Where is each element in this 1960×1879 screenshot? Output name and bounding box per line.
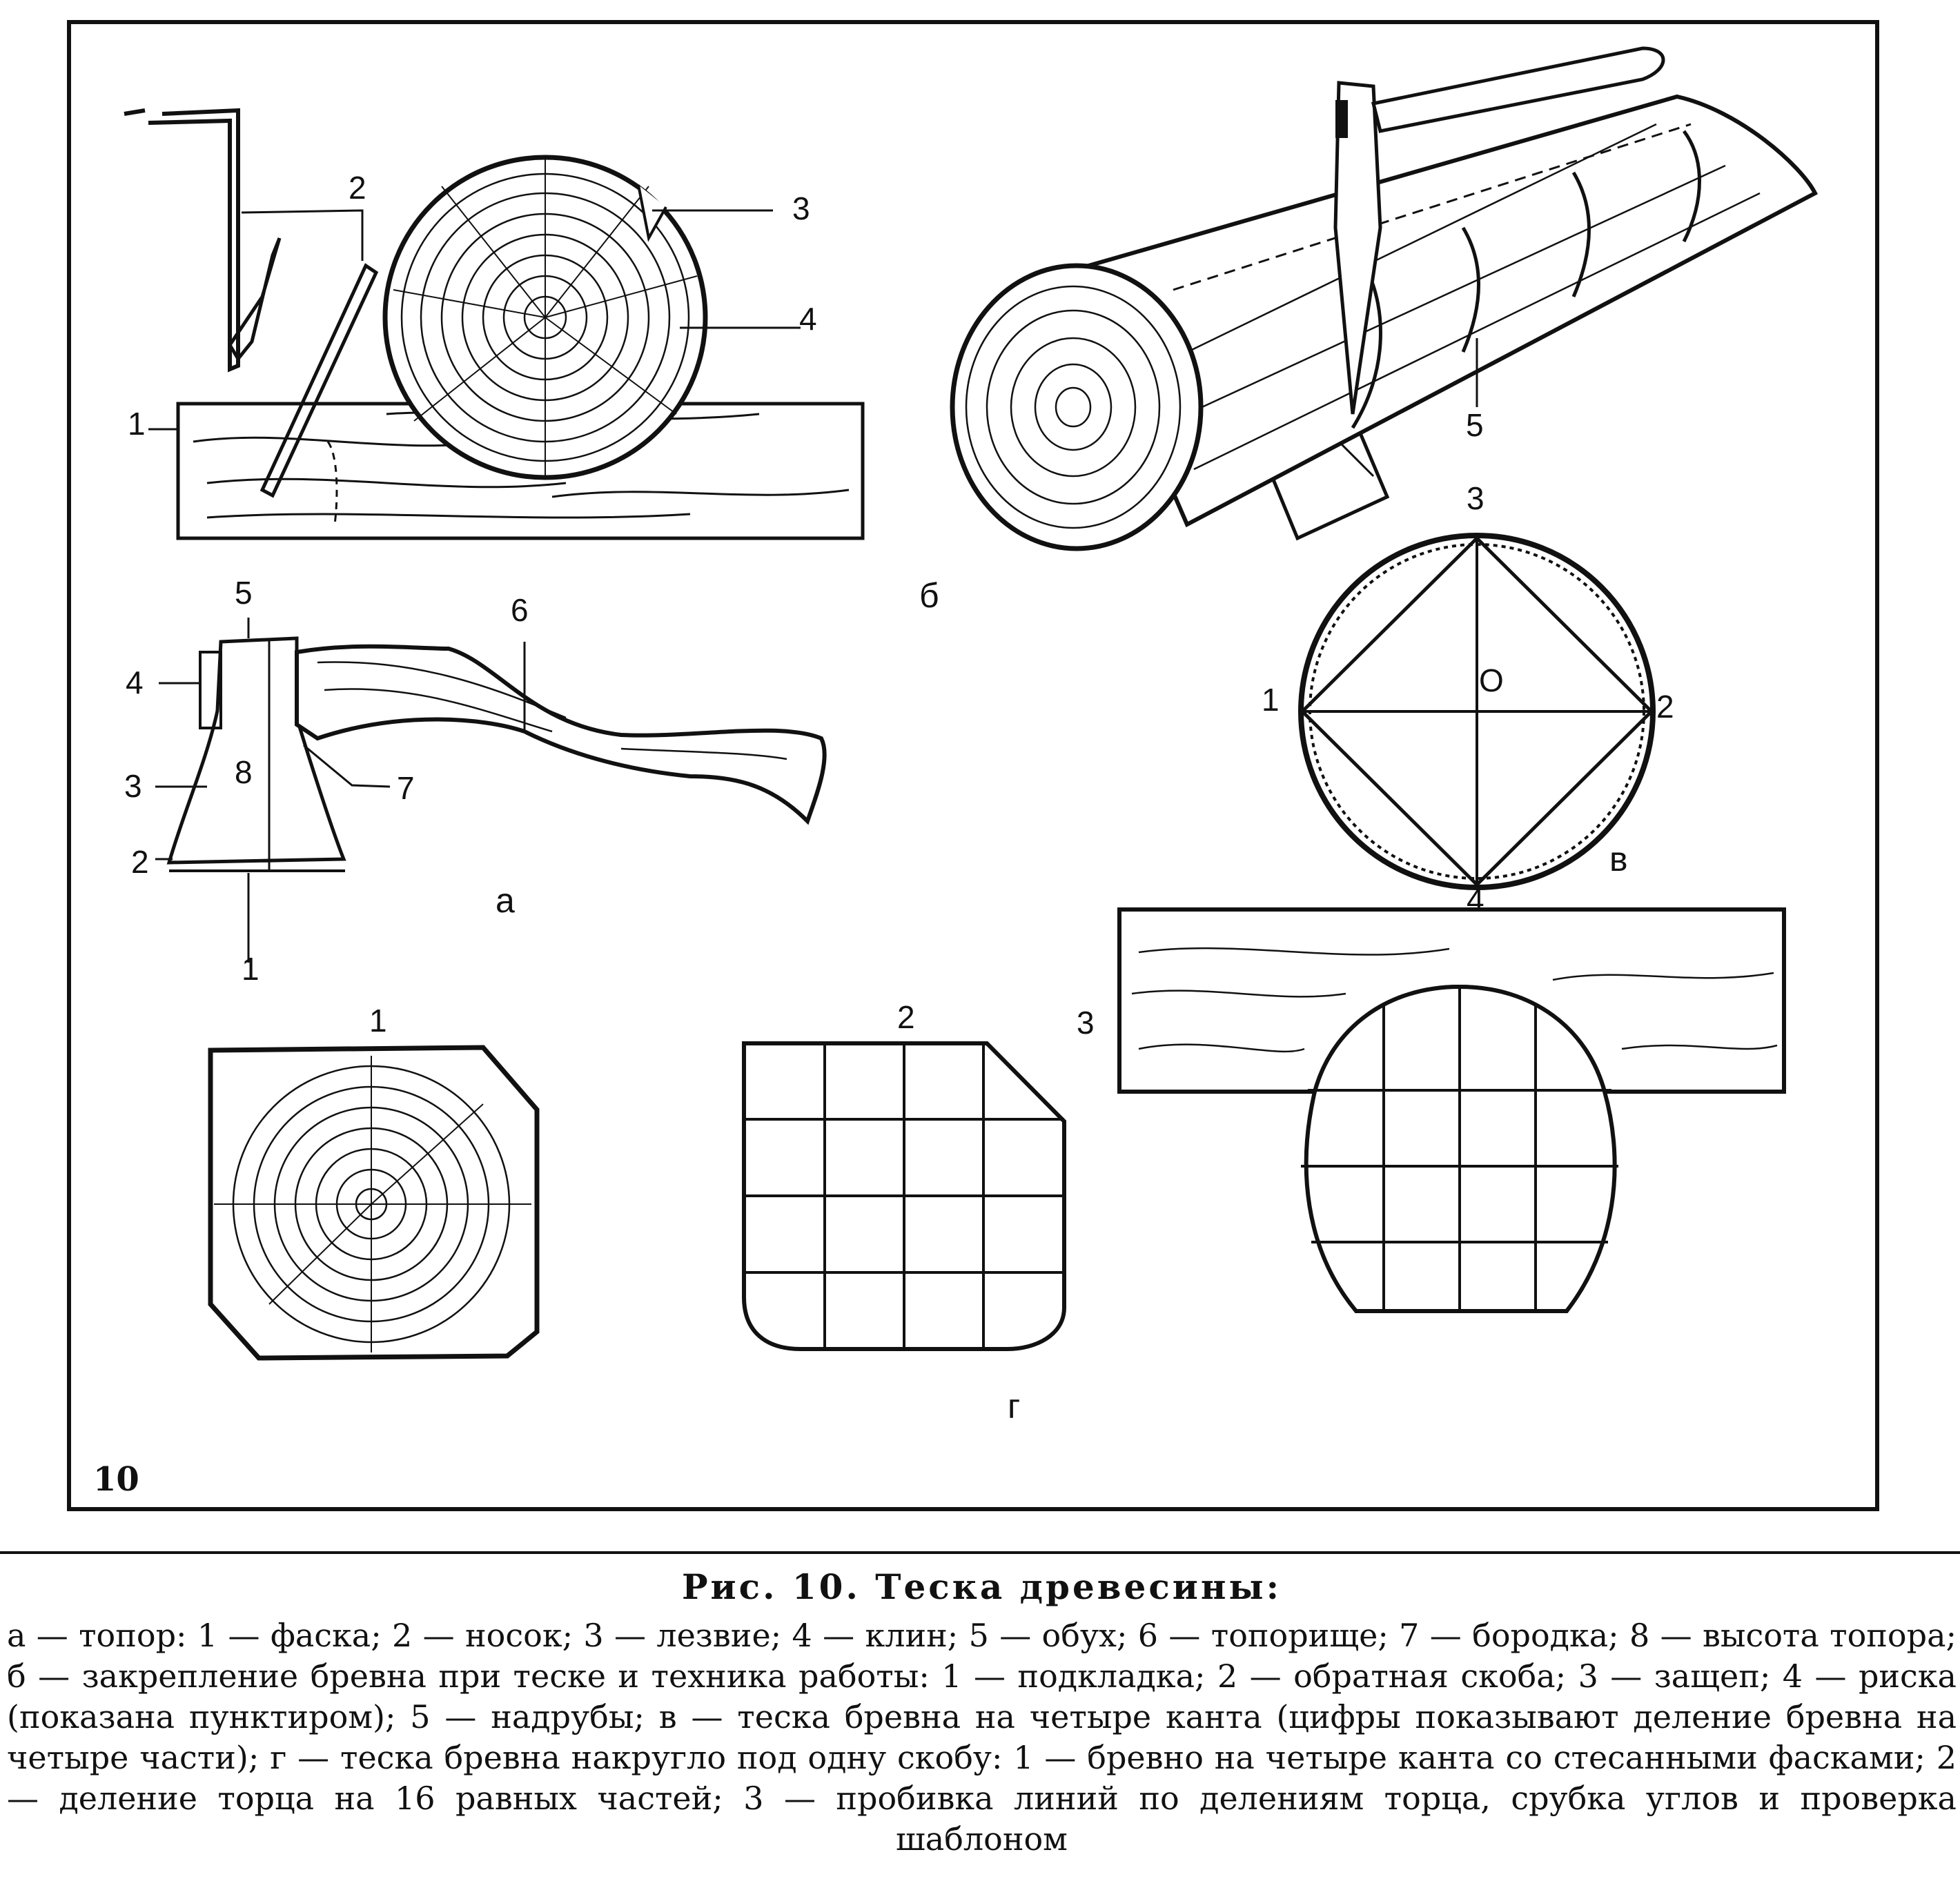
caption-title: Рис. 10. Теска древесины: (681, 1566, 1282, 1607)
label-axe-3: 3 (124, 768, 142, 804)
panel-label-b: б (919, 576, 939, 615)
label-v-2: 2 (1656, 689, 1674, 725)
label-a-top-1: 1 (128, 406, 146, 442)
label-g-3: 3 (1077, 1005, 1095, 1041)
figure-illustration: 1 2 3 4 5 4 3 2 1 8 6 7 а (67, 20, 1879, 1511)
label-a-top-4: 4 (799, 301, 817, 337)
axe-wedge (199, 651, 222, 729)
label-axe-6: 6 (511, 592, 529, 628)
label-a-top-2: 2 (349, 170, 366, 206)
panel-label-v: в (1609, 840, 1628, 878)
label-g-2: 2 (897, 999, 915, 1035)
label-a-top-3: 3 (792, 190, 810, 226)
axe-handle-b (1371, 46, 1665, 133)
caption-divider (0, 1551, 1960, 1554)
axe-in-log (1333, 81, 1382, 415)
label-v-center: O (1479, 662, 1504, 698)
figure-frame (67, 20, 1879, 1511)
label-g-1: 1 (369, 1003, 387, 1039)
panel-label-a: а (496, 881, 515, 920)
label-axe-8: 8 (235, 754, 253, 790)
panel-label-g: г (1008, 1387, 1020, 1426)
axe-handle (295, 644, 827, 825)
notches (1351, 130, 1701, 429)
panel-v-four-edges: 3 1 2 4 O в (1262, 480, 1674, 918)
label-v-3: 3 (1467, 480, 1484, 516)
panel-g1-chamfered-log: 1 (208, 1003, 540, 1361)
panel-a-axe: 5 4 3 2 1 8 6 7 а (124, 575, 827, 987)
clamp-leg (259, 263, 379, 498)
panel-g2-grid: 2 (742, 999, 1066, 1351)
label-axe-2: 2 (131, 844, 149, 880)
panel-b-log-hewing: 5 б (919, 46, 1818, 615)
panel-g3-template: 3 (1077, 907, 1786, 1313)
label-axe-5: 5 (235, 575, 253, 611)
label-axe-7: 7 (397, 770, 415, 806)
caption-body: а — топор: 1 — фаска; 2 — носок; 3 — лез… (7, 1617, 1957, 1858)
panel-a-log-on-block: 1 2 3 4 (124, 108, 865, 540)
label-b-5: 5 (1466, 407, 1484, 443)
log-body (1073, 94, 1818, 528)
clamp-hook (124, 108, 240, 373)
label-axe-1: 1 (242, 951, 259, 987)
page-number: 10 (93, 1460, 139, 1499)
label-axe-4: 4 (126, 665, 144, 700)
log-end (950, 263, 1204, 551)
figure-caption: Рис. 10. Теска древесины: а — топор: 1 —… (7, 1566, 1957, 1860)
label-v-1: 1 (1262, 682, 1280, 718)
